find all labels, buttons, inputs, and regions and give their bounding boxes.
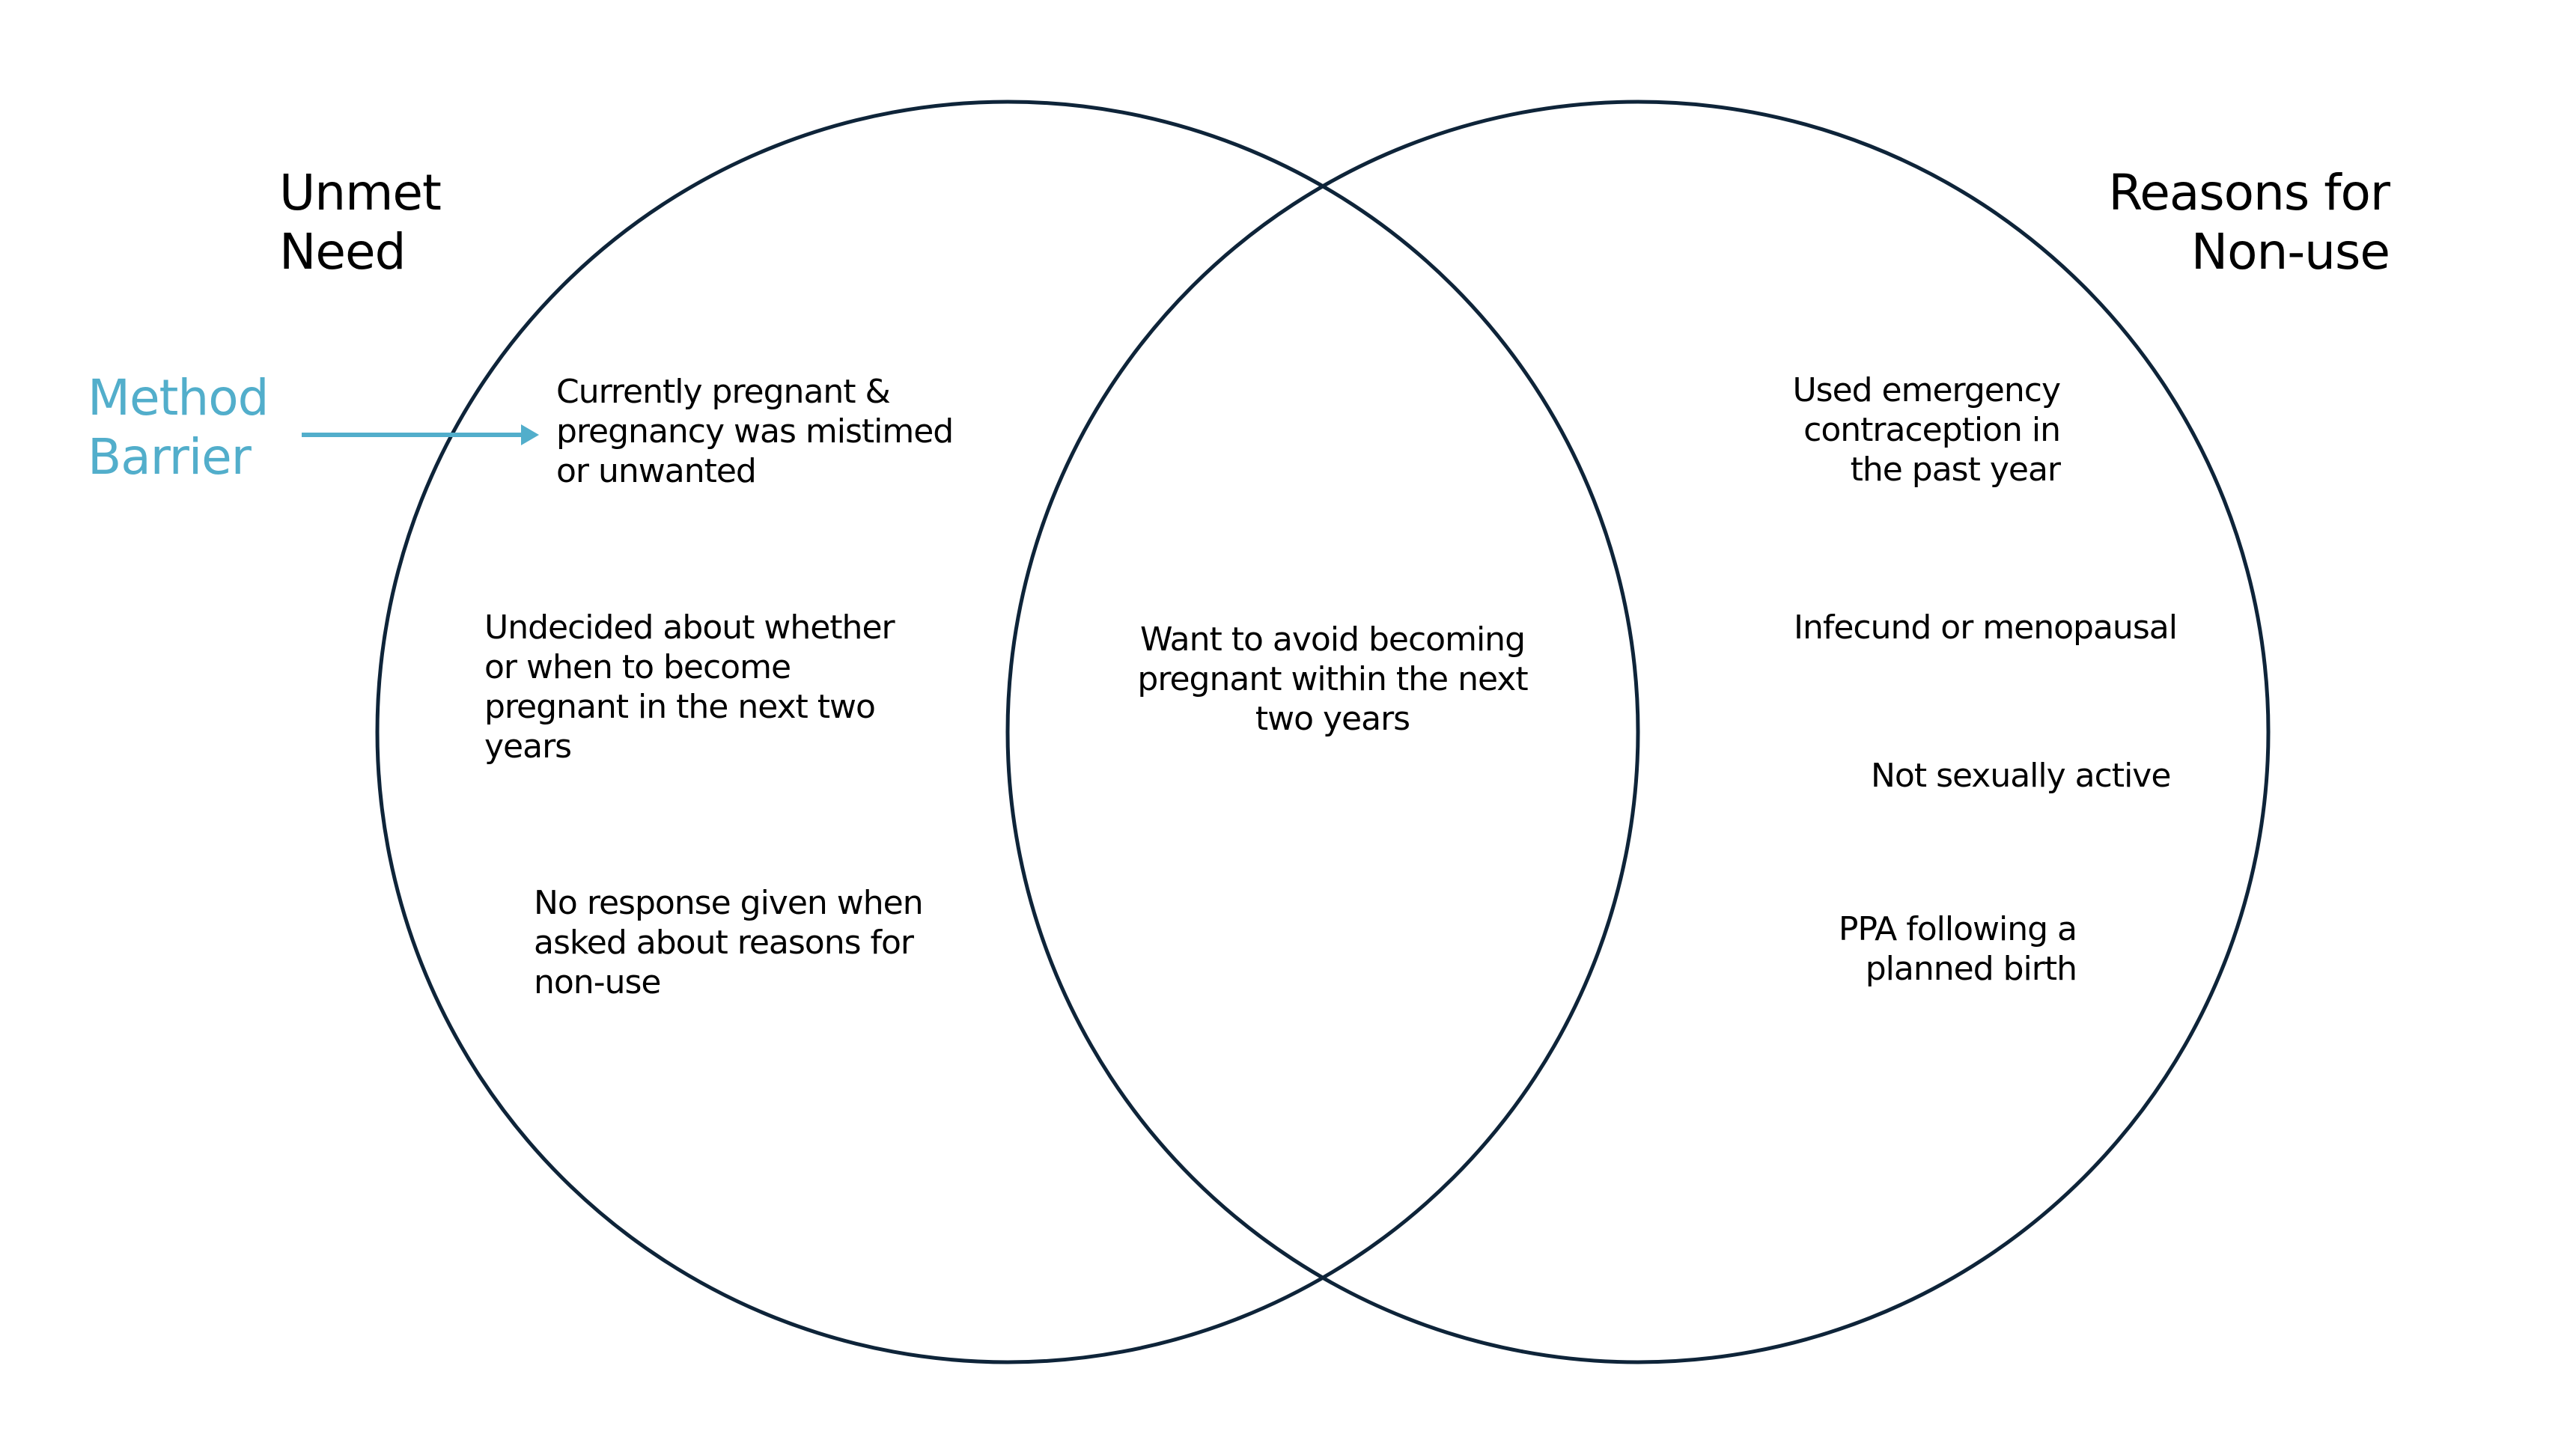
left-item-undecided: Undecided about whether or when to becom… [484, 608, 895, 766]
left-item-no-response: No response given when asked about reaso… [534, 884, 924, 1001]
right-item-emergency-contraception: Used emergency contraception in the past… [1792, 371, 2061, 489]
arrow-right-icon [302, 424, 539, 445]
left-circle-unmet-need [375, 100, 1640, 1364]
intersection-item-avoid-pregnancy: Want to avoid becoming pregnant within t… [1137, 620, 1528, 738]
right-item-infecund: Infecund or menopausal [1794, 608, 2178, 647]
left-set-title: Unmet Need [279, 164, 442, 281]
right-item-ppa: PPA following a planned birth [1838, 910, 2077, 988]
method-barrier-label: Method Barrier [88, 369, 270, 486]
right-item-not-sexually-active: Not sexually active [1871, 757, 2171, 795]
left-item-currently-pregnant: Currently pregnant & pregnancy was misti… [556, 373, 954, 490]
right-circle-reasons-for-non-use [1005, 100, 2271, 1364]
right-set-title: Reasons for Non-use [2108, 164, 2390, 281]
